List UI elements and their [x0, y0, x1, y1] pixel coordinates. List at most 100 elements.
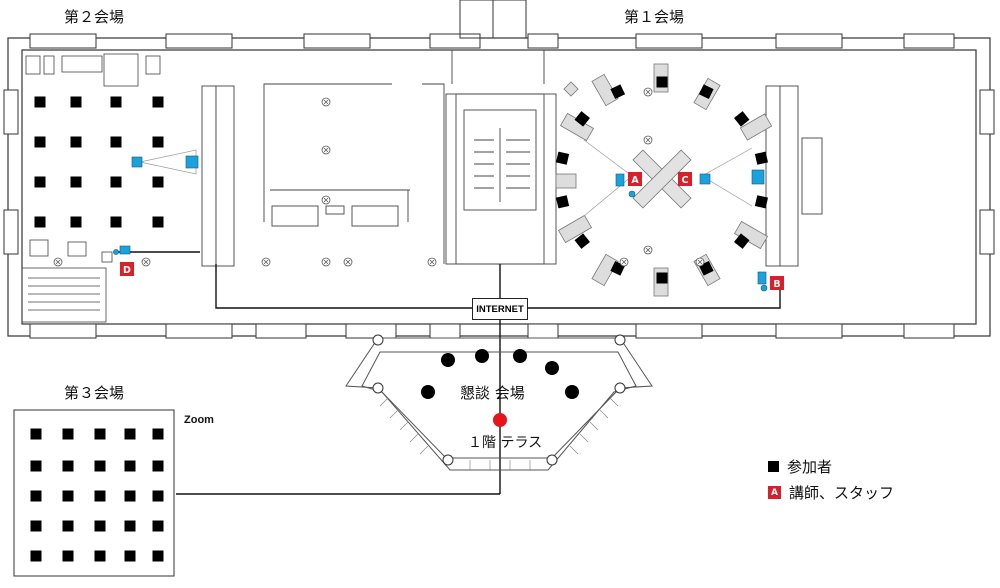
participant-seat: [574, 111, 590, 127]
participant-seat: [34, 176, 46, 188]
ceiling-fixture-mark: [429, 259, 435, 265]
zoom-label: Zoom: [184, 414, 214, 426]
participant-seat: [152, 490, 164, 502]
participant-seat: [110, 176, 122, 188]
participant-seat: [124, 460, 136, 472]
windows-bottom: [29, 323, 955, 339]
room2-partition: [201, 85, 235, 267]
participant-seat: [152, 428, 164, 440]
participant-seat: [62, 428, 74, 440]
participant-seat: [94, 490, 106, 502]
legend-staff-text: 講師、スタッフ: [789, 484, 895, 502]
participant-seat: [30, 550, 42, 562]
participant-swatch: [768, 461, 779, 472]
participant-seat: [475, 349, 489, 363]
ceiling-fixture-mark: [323, 147, 329, 153]
room2-mic-d: [113, 249, 119, 255]
participant-seat: [34, 136, 46, 148]
participant-seat: [698, 84, 714, 100]
ceiling-fixture-mark: [645, 89, 651, 95]
participant-seat: [30, 520, 42, 532]
room1-partition: [765, 85, 823, 267]
ceiling-fixture-mark: [645, 137, 651, 143]
participant-seat: [555, 195, 570, 209]
ceiling-fixture-mark: [697, 259, 703, 265]
ceiling-fixture-mark: [263, 259, 269, 265]
terrace-connection-point: [493, 413, 507, 427]
room1-device-a: [615, 173, 625, 187]
participant-seat: [110, 136, 122, 148]
stairwell: [445, 50, 557, 265]
svg-text:A: A: [631, 175, 639, 186]
participant-seat: [70, 96, 82, 108]
participant-seats: [30, 76, 769, 562]
av-devices: [113, 155, 768, 292]
participant-seat: [34, 96, 46, 108]
participant-seat: [152, 136, 164, 148]
participant-seat: [152, 216, 164, 228]
room1-center-cross: [632, 149, 692, 209]
participant-seat: [124, 520, 136, 532]
participant-seat: [656, 76, 668, 88]
participant-seat: [565, 385, 579, 399]
network-cable: [118, 251, 781, 495]
participant-seat: [656, 272, 668, 284]
participant-seat: [754, 151, 769, 165]
lounge-label: 懇談 会場: [460, 384, 525, 402]
ceiling-fixture-mark: [323, 99, 329, 105]
ceiling-fixture-mark: [55, 259, 61, 265]
participant-seat: [70, 136, 82, 148]
participant-seat: [152, 96, 164, 108]
ceiling-fixture-mark: [323, 197, 329, 203]
participant-seat: [34, 216, 46, 228]
participant-seat: [124, 550, 136, 562]
ceiling-fixture-mark: [345, 259, 351, 265]
staff-marker-a: A: [628, 172, 642, 186]
participant-seat: [62, 550, 74, 562]
svg-text:D: D: [123, 265, 131, 276]
ceiling-fixture-mark: [645, 247, 651, 253]
ceiling-fixture-mark: [143, 259, 149, 265]
room2-staircase: [21, 267, 107, 323]
participant-seat: [94, 520, 106, 532]
svg-text:C: C: [682, 175, 689, 186]
terrace-label: １階 テラス: [468, 435, 543, 451]
staff-marker-b: B: [770, 276, 784, 290]
participant-seat: [545, 361, 559, 375]
room2-screen-device: [185, 155, 199, 169]
internet-box: INTERNET: [472, 298, 528, 320]
participant-seat: [70, 216, 82, 228]
ceiling-fixture-mark: [323, 259, 329, 265]
participant-seat: [574, 233, 590, 249]
participant-seat: [94, 550, 106, 562]
participant-seat: [421, 385, 435, 399]
windows-top: [29, 33, 955, 49]
room2-furniture: [25, 53, 161, 263]
terrace-ticks: [379, 397, 619, 470]
participant-seat: [70, 176, 82, 188]
staff-markers: A C B D: [120, 172, 784, 290]
staff-swatch: A: [768, 486, 781, 499]
terrace-posts: [372, 334, 626, 466]
participant-seat: [62, 460, 74, 472]
participant-seat: [555, 151, 570, 165]
participant-seat: [30, 490, 42, 502]
participant-seat: [94, 428, 106, 440]
participant-seat: [110, 216, 122, 228]
room1-label: 第１会場: [624, 8, 685, 26]
room2-label: 第２会場: [64, 8, 125, 26]
room1-mic-b: [760, 284, 768, 292]
participant-seat: [610, 84, 626, 100]
participant-seat: [30, 428, 42, 440]
participant-seat: [62, 520, 74, 532]
participant-seat: [152, 176, 164, 188]
participant-seat: [152, 460, 164, 472]
participant-seat: [124, 428, 136, 440]
participant-seat: [734, 233, 750, 249]
room1-camera-right: [699, 173, 711, 185]
windows-sides: [3, 89, 995, 255]
room1-screen-device: [751, 169, 765, 185]
legend-staff: A 講師、スタッフ: [768, 482, 894, 503]
room2-device-d: [119, 245, 131, 255]
